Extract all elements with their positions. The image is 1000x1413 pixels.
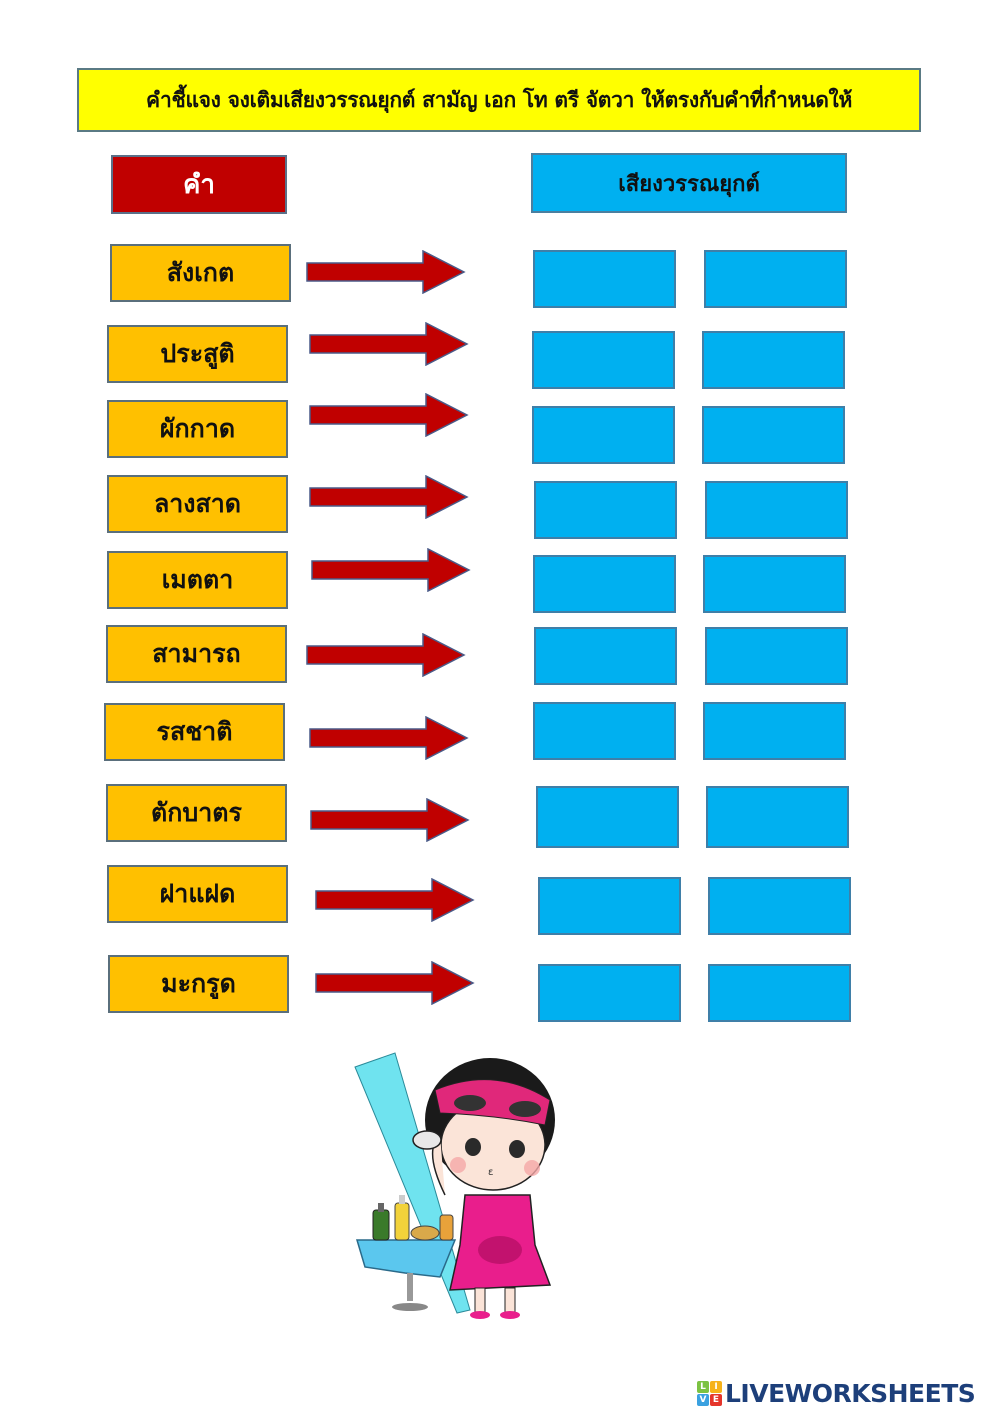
tone-answer-box-1[interactable] bbox=[532, 331, 675, 389]
arrow-right-icon bbox=[309, 393, 469, 437]
tone-answer-box-2[interactable] bbox=[705, 481, 848, 539]
tone-answer-box-2[interactable] bbox=[708, 964, 851, 1022]
tone-answer-box-1[interactable] bbox=[533, 555, 676, 613]
tone-answer-box-1[interactable] bbox=[534, 627, 677, 685]
arrow-right-icon bbox=[315, 961, 475, 1005]
svg-text:ε: ε bbox=[488, 1167, 493, 1178]
badge-letter: V bbox=[697, 1393, 709, 1406]
word-label: สังเกต bbox=[166, 258, 235, 287]
arrow-right-icon bbox=[309, 716, 469, 760]
cartoon-girl-illustration: ε bbox=[354, 1052, 555, 1319]
word-label: มะกรูด bbox=[161, 969, 236, 998]
tone-answer-box-2[interactable] bbox=[704, 250, 847, 308]
tone-answer-box-2[interactable] bbox=[706, 786, 849, 848]
arrow-right-icon bbox=[309, 475, 469, 519]
tone-answer-box-2[interactable] bbox=[702, 406, 845, 464]
instructions-text: คำชี้แจง จงเติมเสียงวรรณยุกต์ สามัญ เอก … bbox=[145, 86, 853, 112]
word-label: ประสูติ bbox=[160, 339, 235, 368]
word-column-header: คำ bbox=[111, 155, 287, 214]
badge-letter: E bbox=[710, 1393, 722, 1406]
tone-answer-box-1[interactable] bbox=[538, 877, 681, 935]
word-label: ลางสาด bbox=[153, 489, 242, 518]
word-box: มะกรูด bbox=[108, 955, 289, 1013]
arrow-right-icon bbox=[311, 548, 471, 592]
word-box: รสชาติ bbox=[104, 703, 285, 761]
word-label: ฝาแฝด bbox=[159, 879, 236, 908]
liveworksheets-logo: L I V E LIVEWORKSHEETS bbox=[697, 1377, 976, 1409]
tone-answer-box-2[interactable] bbox=[705, 627, 848, 685]
tone-answer-box-1[interactable] bbox=[532, 406, 675, 464]
tone-answer-box-1[interactable] bbox=[534, 481, 677, 539]
tone-answer-box-2[interactable] bbox=[703, 555, 846, 613]
word-label: สามารถ bbox=[152, 639, 241, 668]
word-label: ผักกาด bbox=[159, 414, 236, 443]
word-label: ตักบาตร bbox=[151, 798, 242, 827]
word-box: ตักบาตร bbox=[106, 784, 287, 842]
word-box: ผักกาด bbox=[107, 400, 288, 458]
arrow-right-icon bbox=[315, 878, 475, 922]
tone-answer-box-2[interactable] bbox=[708, 877, 851, 935]
live-badge-icon: L I V E bbox=[697, 1380, 722, 1406]
word-box: สามารถ bbox=[106, 625, 287, 683]
word-box: สังเกต bbox=[110, 244, 291, 302]
badge-letter: I bbox=[710, 1380, 722, 1393]
word-box: ประสูติ bbox=[107, 325, 288, 383]
arrow-right-icon bbox=[309, 322, 469, 366]
word-header-label: คำ bbox=[183, 170, 215, 200]
brand-text: LIVEWORKSHEETS bbox=[725, 1378, 976, 1408]
arrow-right-icon bbox=[310, 798, 470, 842]
word-box: ลางสาด bbox=[107, 475, 288, 533]
tone-header-label: เสียงวรรณยุกต์ bbox=[618, 170, 760, 197]
word-box: เมตตา bbox=[107, 551, 288, 609]
tone-answer-box-2[interactable] bbox=[702, 331, 845, 389]
word-label: เมตตา bbox=[161, 565, 234, 594]
arrow-right-icon bbox=[306, 633, 466, 677]
word-box: ฝาแฝด bbox=[107, 865, 288, 923]
word-label: รสชาติ bbox=[156, 717, 233, 746]
tone-column-header: เสียงวรรณยุกต์ bbox=[531, 153, 847, 213]
instructions-banner: คำชี้แจง จงเติมเสียงวรรณยุกต์ สามัญ เอก … bbox=[77, 68, 921, 132]
tone-answer-box-1[interactable] bbox=[533, 250, 676, 308]
tone-answer-box-1[interactable] bbox=[538, 964, 681, 1022]
tone-answer-box-1[interactable] bbox=[533, 702, 676, 760]
badge-letter: L bbox=[697, 1380, 709, 1393]
tone-answer-box-2[interactable] bbox=[703, 702, 846, 760]
arrow-right-icon bbox=[306, 250, 466, 294]
tone-answer-box-1[interactable] bbox=[536, 786, 679, 848]
